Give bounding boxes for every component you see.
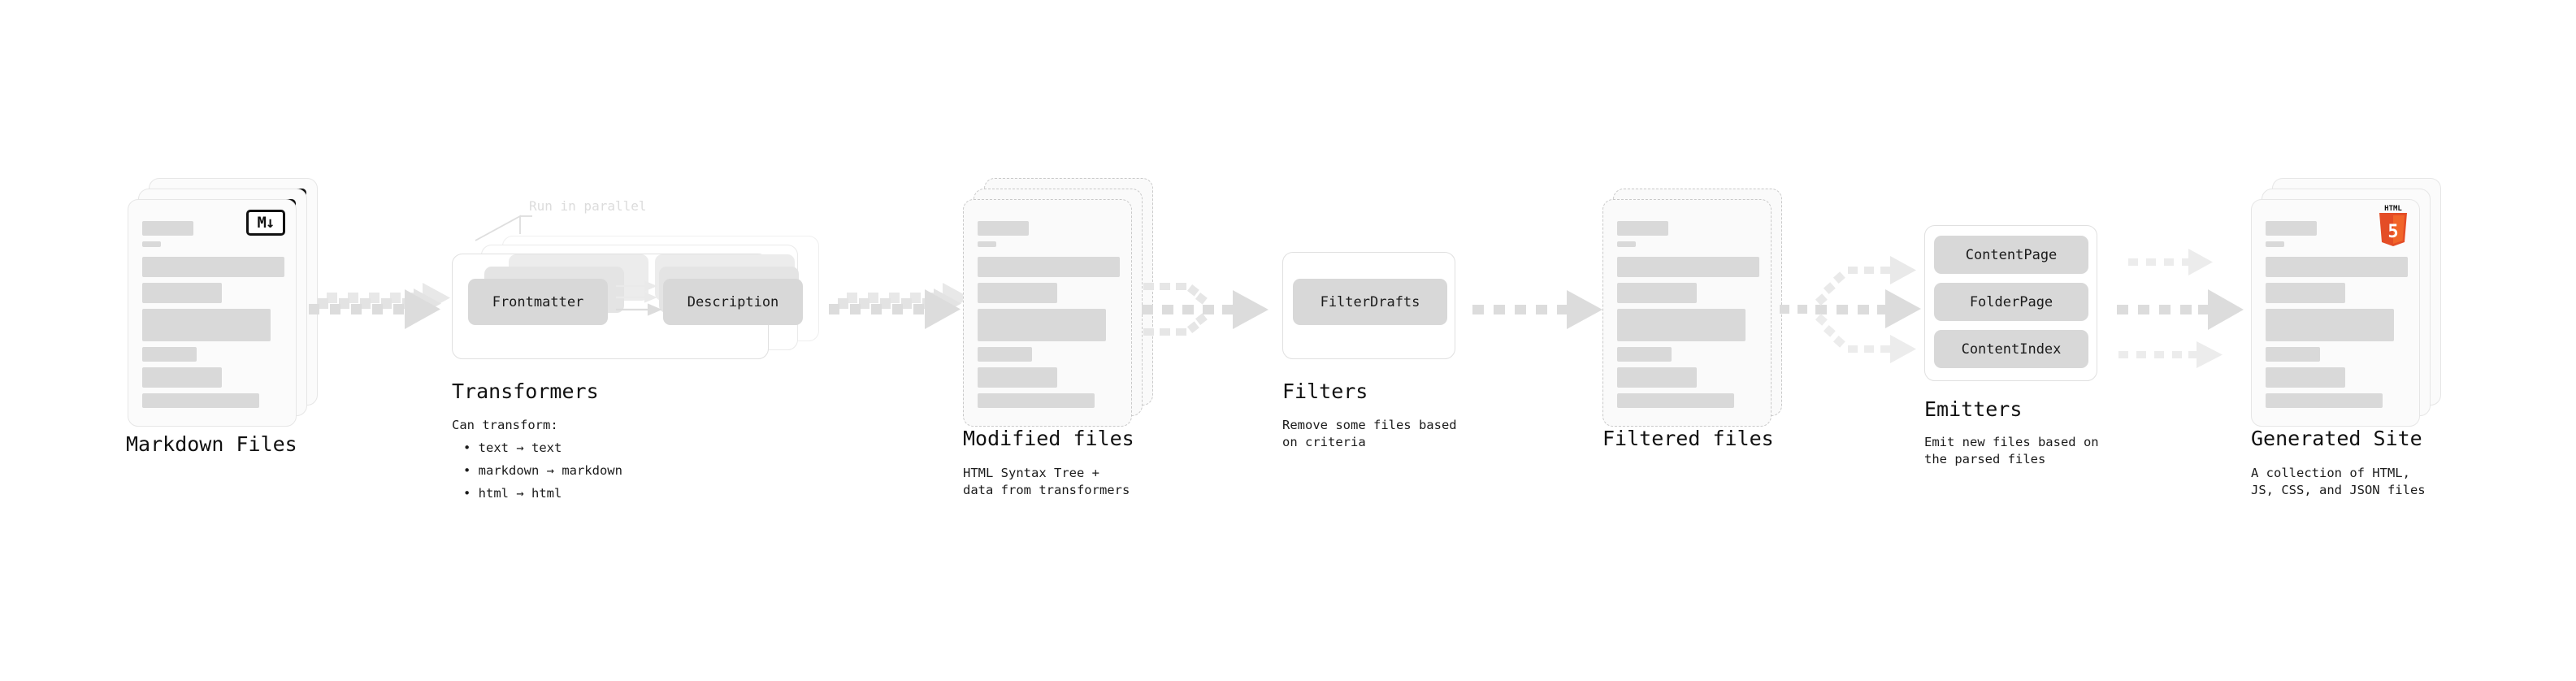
- markdown-files-card-stack: M↓ M↓ M↓: [128, 178, 318, 427]
- skeleton-bar: [978, 393, 1095, 408]
- filter-pill-label: FilterDrafts: [1320, 293, 1420, 310]
- filtered-files-card-stack: [1602, 189, 1782, 427]
- connector-modified-to-filters: [1142, 283, 1268, 336]
- modified-files-card-stack: [963, 178, 1153, 427]
- skeleton-bar: [142, 347, 197, 362]
- emitter-pill-contentpage[interactable]: ContentPage: [1934, 236, 2088, 274]
- skeleton-bar: [142, 257, 284, 277]
- emitter-pill-label: ContentPage: [1965, 246, 2058, 263]
- connector-markdown-to-transformers: [309, 283, 450, 329]
- generated-site-heading: Generated Site: [2251, 427, 2422, 450]
- skeleton-bar: [978, 309, 1106, 341]
- transformer-pill-label: Frontmatter: [492, 293, 584, 310]
- modified-file-card-front: [963, 199, 1132, 427]
- skeleton-bar: [1617, 309, 1746, 341]
- emitter-pill-contentindex[interactable]: ContentIndex: [1934, 330, 2088, 368]
- skeleton-bar: [142, 241, 161, 247]
- skeleton-bar: [1617, 241, 1636, 247]
- skeleton-bar: [978, 367, 1057, 388]
- filters-heading: Filters: [1282, 380, 1368, 403]
- filter-pill-filterdrafts[interactable]: FilterDrafts: [1293, 279, 1447, 325]
- run-in-parallel-label: Run in parallel: [529, 198, 647, 214]
- emitter-pill-folderpage[interactable]: FolderPage: [1934, 283, 2088, 321]
- run-in-parallel-leader-line: [475, 215, 532, 241]
- skeleton-bar: [1617, 367, 1697, 388]
- connector-filters-to-filtered: [1472, 290, 1602, 329]
- skeleton-bar: [978, 347, 1032, 362]
- transformer-pill-label: Description: [687, 293, 779, 310]
- transformer-pill-frontmatter[interactable]: Frontmatter: [468, 279, 608, 325]
- transformers-bullet-2: • markdown → markdown: [463, 463, 622, 478]
- markdown-icon: M↓: [246, 210, 285, 236]
- skeleton-bar: [2266, 221, 2317, 236]
- skeleton-bar: [2266, 283, 2345, 303]
- emitters-description: Emit new files based on the parsed files: [1924, 435, 2099, 466]
- transformers-description: Can transform:: [452, 418, 558, 432]
- transformer-inner-arrows: [616, 280, 662, 316]
- transformer-pill-description[interactable]: Description: [663, 279, 803, 325]
- skeleton-bar: [2266, 393, 2383, 408]
- skeleton-bar: [1617, 283, 1697, 303]
- generated-site-card-front: HTML 5: [2251, 199, 2420, 427]
- html5-icon: HTML 5: [2377, 205, 2409, 246]
- skeleton-bar: [978, 241, 996, 247]
- emitter-pill-label: FolderPage: [1969, 293, 2053, 310]
- html5-shield: 5: [2379, 213, 2407, 246]
- skeleton-bar: [1617, 347, 1672, 362]
- connector-filtered-to-emitters: [1780, 256, 1921, 363]
- skeleton-bar: [2266, 257, 2408, 277]
- transformers-bullet-1: • text → text: [463, 440, 562, 455]
- generated-site-description: A collection of HTML, JS, CSS, and JSON …: [2251, 466, 2426, 497]
- file-skeleton-content: [2266, 221, 2408, 414]
- skeleton-bar: [1617, 257, 1759, 277]
- markdown-files-heading: Markdown Files: [126, 432, 297, 456]
- connector-transformers-to-modified: [829, 283, 970, 329]
- skeleton-bar: [978, 257, 1120, 277]
- transformers-bullet-3: • html → html: [463, 486, 562, 501]
- generated-site-card-stack: CSS HTML 5: [2251, 178, 2441, 427]
- connector-emitters-to-site: [2117, 249, 2244, 368]
- skeleton-bar: [1617, 393, 1734, 408]
- skeleton-bar: [978, 283, 1057, 303]
- skeleton-bar: [2266, 241, 2284, 247]
- svg-text:5: 5: [2387, 222, 2398, 242]
- file-skeleton-content: [1617, 221, 1759, 414]
- file-skeleton-content: [978, 221, 1120, 414]
- skeleton-bar: [142, 283, 222, 303]
- skeleton-bar: [142, 393, 259, 408]
- skeleton-bar: [2266, 347, 2320, 362]
- skeleton-bar: [142, 309, 271, 341]
- modified-files-description: HTML Syntax Tree + data from transformer…: [963, 466, 1130, 497]
- skeleton-bar: [2266, 367, 2345, 388]
- file-skeleton-content: [142, 221, 284, 414]
- filters-description: Remove some files based on criteria: [1282, 418, 1457, 449]
- modified-files-heading: Modified files: [963, 427, 1134, 450]
- skeleton-bar: [142, 221, 193, 236]
- skeleton-bar: [978, 221, 1029, 236]
- transformers-heading: Transformers: [452, 380, 599, 403]
- emitters-heading: Emitters: [1924, 397, 2023, 421]
- filtered-files-heading: Filtered files: [1602, 427, 1774, 450]
- skeleton-bar: [142, 367, 222, 388]
- emitter-pill-label: ContentIndex: [1961, 340, 2062, 358]
- filtered-file-card-front: [1602, 199, 1772, 427]
- skeleton-bar: [1617, 221, 1668, 236]
- skeleton-bar: [2266, 309, 2394, 341]
- markdown-file-card-front: M↓: [128, 199, 297, 427]
